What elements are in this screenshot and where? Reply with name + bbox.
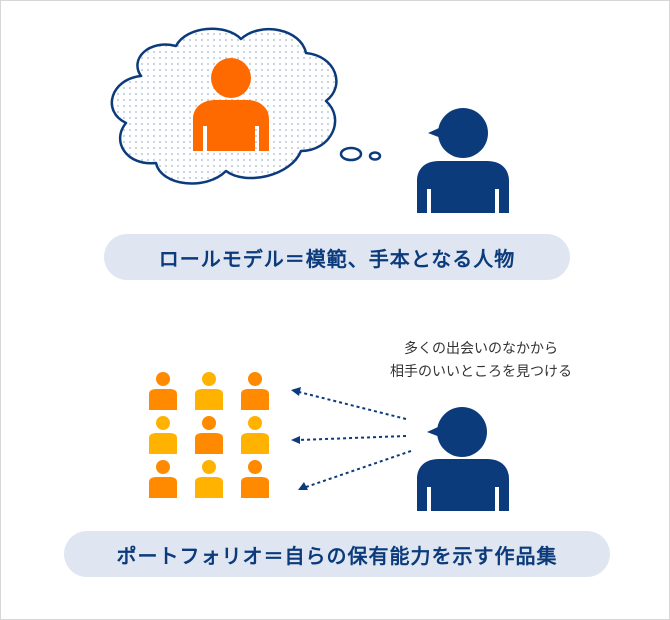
crowd-person-icon (149, 416, 177, 454)
caption-line-1: 多くの出会いのなかから (404, 341, 558, 357)
crowd-person-icon (149, 460, 177, 498)
crowd-person-icon (195, 372, 223, 410)
crowd-person-icon (241, 416, 269, 454)
portfolio-crowd (149, 372, 269, 498)
role-model-person-icon (193, 58, 269, 151)
observer-person-icon-top (417, 108, 509, 213)
crowd-person-icon (241, 372, 269, 410)
role-model-label: ロールモデル＝模範、手本となる人物 (104, 234, 570, 280)
crowd-person-icon (195, 460, 223, 498)
crowd-person-icon (195, 416, 223, 454)
arrow-heads (291, 387, 308, 490)
crowd-person-icon (241, 460, 269, 498)
crowd-person-icon (149, 372, 177, 410)
observer-person-icon-bottom (417, 407, 509, 511)
portfolio-label: ポートフォリオ＝自らの保有能力を示す作品集 (64, 531, 610, 577)
caption: 多くの出会いのなかから 相手のいいところを見つける (361, 338, 601, 384)
dotted-arrow-icon (298, 391, 412, 488)
caption-line-2: 相手のいいところを見つける (390, 364, 572, 380)
